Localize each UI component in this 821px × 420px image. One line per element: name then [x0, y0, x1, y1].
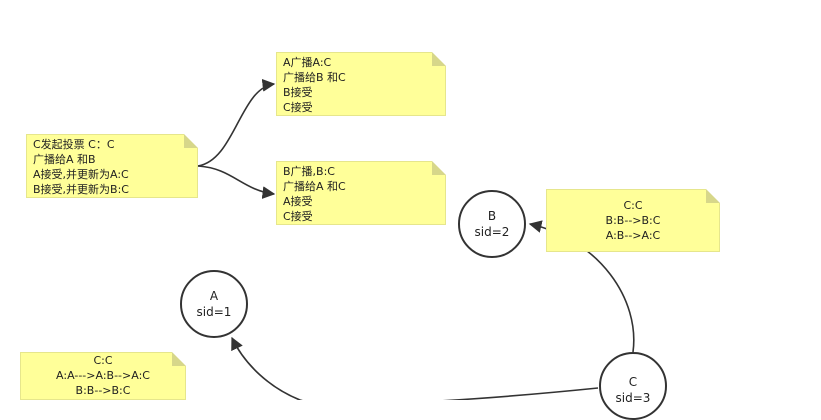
edge-c-note-to-b-broadcast [197, 165, 276, 199]
note-line: 广播给B 和C [283, 71, 346, 84]
node-a-sid: sid=1 [196, 305, 232, 319]
note-a-broadcast: A广播A:C 广播给B 和C B接受 C接受 [276, 52, 446, 116]
note-fold-icon [432, 161, 446, 175]
node-c-sid: sid=3 [615, 391, 651, 405]
edge-c-note-to-a-broadcast [197, 79, 276, 167]
diagram-canvas [197, 79, 635, 400]
note-fold-icon [184, 134, 198, 148]
note-line: C接受 [283, 101, 313, 114]
node-a-label: A [209, 289, 219, 303]
note-b-broadcast: B广播,B:C 广播给A 和C A接受 C接受 [276, 161, 446, 225]
note-fold-icon [172, 352, 186, 366]
note-line: B接受 [283, 86, 313, 99]
node-c: C sid=3 [599, 352, 667, 420]
note-line: 广播给A 和B [33, 153, 96, 166]
note-line: B:B-->B:C [605, 214, 661, 227]
note-line: A接受 [283, 195, 313, 208]
note-fold-icon [706, 189, 720, 203]
node-c-label: C [628, 375, 638, 389]
note-line: C:C [623, 199, 643, 212]
node-b: B sid=2 [458, 190, 526, 258]
note-line: A:A--->A:B-->A:C [56, 369, 150, 382]
note-line: B:B-->B:C [75, 384, 131, 397]
note-line: A广播A:C [283, 56, 332, 69]
note-line: A接受,并更新为A:C [33, 168, 129, 181]
edge-c-to-a [231, 336, 599, 400]
note-line: C接受 [283, 210, 313, 223]
note-line: 广播给A 和C [283, 180, 346, 193]
note-line: C:C [93, 354, 113, 367]
note-fold-icon [432, 52, 446, 66]
note-a-state: C:C A:A--->A:B-->A:C B:B-->B:C [20, 352, 186, 400]
node-a: A sid=1 [180, 270, 248, 338]
node-b-label: B [487, 209, 497, 223]
note-line: A:B-->A:C [605, 229, 661, 242]
note-line: C发起投票 C：C [33, 138, 115, 151]
note-c-start-vote: C发起投票 C：C 广播给A 和B A接受,并更新为A:C B接受,并更新为B:… [26, 134, 198, 198]
note-line: B接受,并更新为B:C [33, 183, 129, 196]
node-b-sid: sid=2 [474, 225, 510, 239]
note-line: B广播,B:C [283, 165, 335, 178]
note-b-state: C:C B:B-->B:C A:B-->A:C [546, 189, 720, 252]
